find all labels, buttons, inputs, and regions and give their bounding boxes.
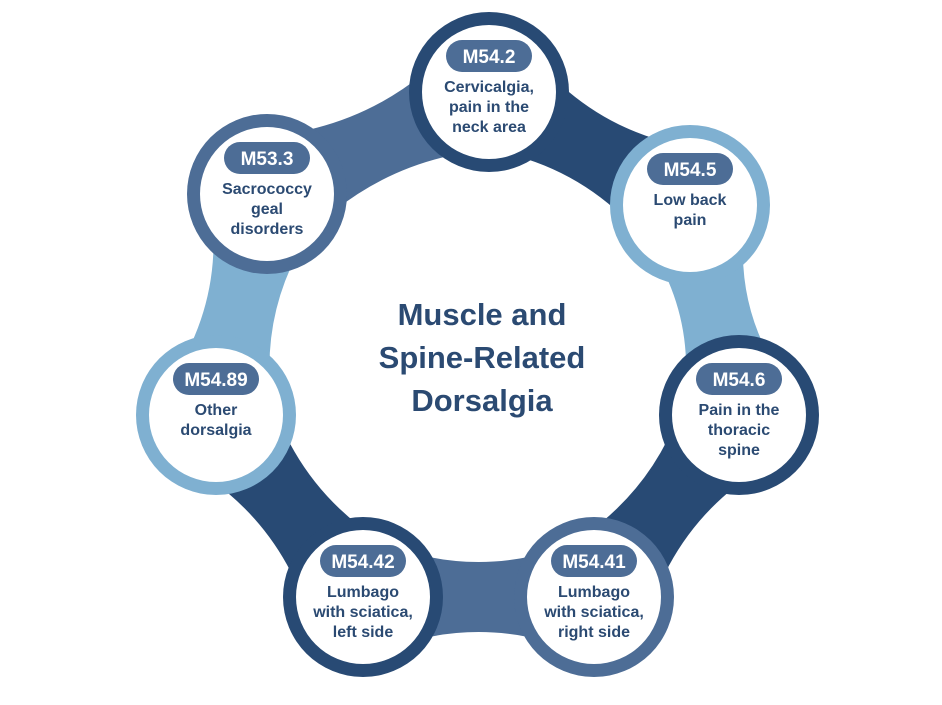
node-description-line: pain in the: [449, 99, 529, 116]
node-description-line: Lumbago: [558, 584, 630, 601]
node-description-line: Lumbago: [327, 584, 399, 601]
node-description-line: with sciatica,: [543, 604, 644, 621]
code-label: M53.3: [241, 149, 294, 170]
code-badge: [696, 363, 782, 395]
code-badge: [320, 545, 406, 577]
code-label: M54.2: [463, 47, 516, 68]
node-description-line: with sciatica,: [312, 604, 413, 621]
node-description-line: pain: [674, 212, 707, 229]
code-label: M54.41: [562, 552, 626, 573]
code-label: M54.89: [184, 370, 247, 391]
code-badge: [446, 40, 532, 72]
node-description-line: geal: [251, 201, 283, 218]
node-description-line: thoracic: [708, 422, 770, 439]
code-badge: [551, 545, 637, 577]
code-label: M54.6: [713, 370, 766, 391]
code-badge: [647, 153, 733, 185]
node-description-line: spine: [718, 442, 760, 459]
node-description-line: Low back: [654, 192, 727, 209]
node-description-line: Other: [195, 402, 238, 419]
center-title: Muscle and Spine-Related Dorsalgia: [379, 297, 586, 418]
title-line-1: Muscle and: [398, 297, 567, 332]
node-description-line: Sacrococcy: [222, 181, 312, 198]
node-description-line: disorders: [231, 221, 304, 238]
code-label: M54.42: [331, 552, 394, 573]
node-description-line: dorsalgia: [180, 422, 251, 439]
code-badge: [173, 363, 259, 395]
title-line-3: Dorsalgia: [411, 383, 553, 418]
title-line-2: Spine-Related: [379, 340, 586, 375]
node-description-line: left side: [333, 624, 394, 641]
code-label: M54.5: [664, 160, 717, 181]
node-description-line: Cervicalgia,: [444, 79, 534, 96]
node-description-line: neck area: [452, 119, 526, 136]
node-description-line: right side: [558, 624, 630, 641]
code-badge: [224, 142, 310, 174]
node-description-line: Pain in the: [699, 402, 780, 419]
